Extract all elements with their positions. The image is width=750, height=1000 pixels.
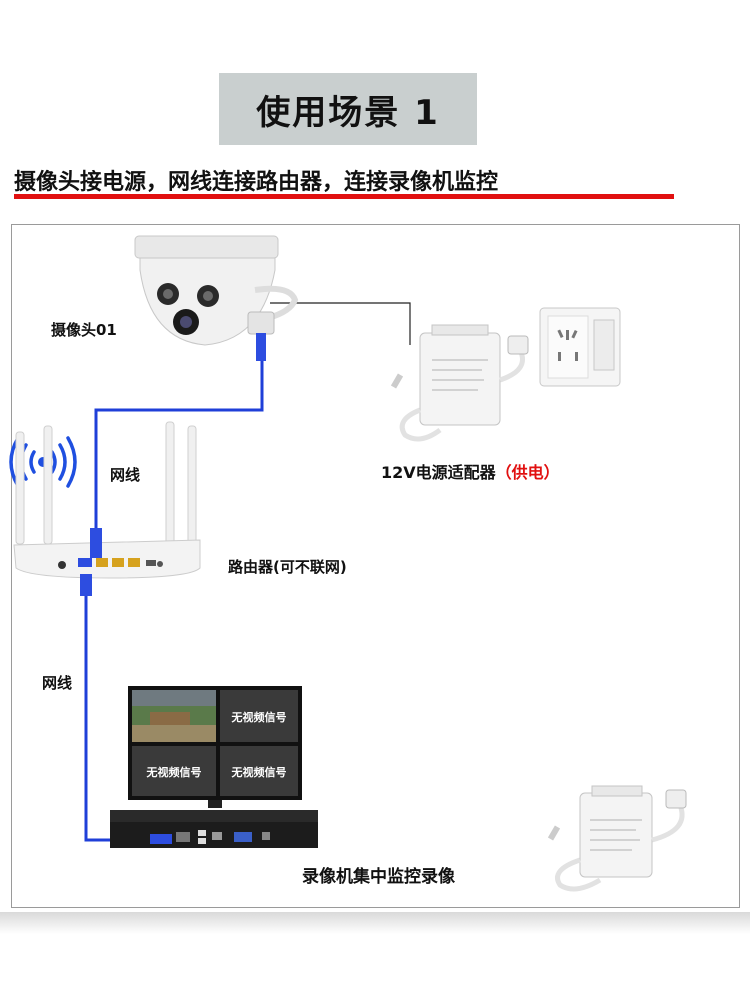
monitor: 无视频信号 无视频信号 无视频信号 [128, 686, 302, 808]
router [14, 422, 200, 596]
tile-label-2: 无视频信号 [146, 765, 202, 779]
bottom-shadow [0, 912, 750, 934]
camera-label: 摄像头01 [51, 319, 117, 340]
adapter-label: 12V电源适配器（供电） [381, 459, 560, 483]
dome-camera [135, 236, 295, 361]
cable-label-bottom: 网线 [42, 672, 72, 693]
router-label: 路由器(可不联网) [228, 556, 347, 577]
nvr-label: 录像机集中监控录像 [302, 862, 455, 887]
tile-label-1: 无视频信号 [231, 710, 287, 724]
nvr-recorder [110, 810, 318, 848]
tile-label-3: 无视频信号 [231, 765, 287, 779]
cable-label-top: 网线 [110, 464, 140, 485]
adapter-label-note: （供电） [496, 463, 560, 482]
wall-socket [540, 308, 620, 386]
cable-camera-router [96, 360, 262, 560]
adapter-label-text: 12V电源适配器 [381, 463, 496, 482]
power-adapter-1 [391, 325, 528, 439]
power-adapter-2 [548, 786, 686, 889]
